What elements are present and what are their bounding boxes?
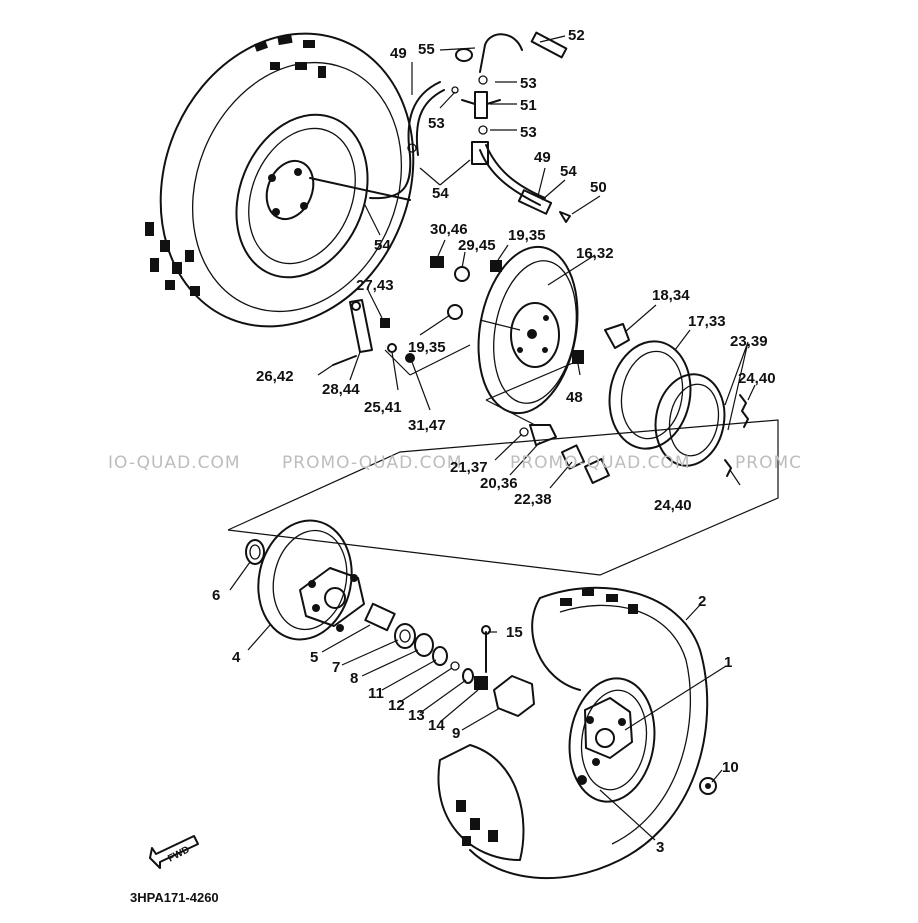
callout-24-40-lower: 24,40 bbox=[654, 497, 692, 514]
callout-14: 14 bbox=[428, 717, 445, 734]
lower-wheel-tire bbox=[437, 586, 717, 880]
drawing-code: 3HPA171-4260 bbox=[130, 890, 219, 905]
callout-1: 1 bbox=[724, 654, 732, 671]
brake-hardware bbox=[309, 177, 630, 484]
callout-53-upper: 53 bbox=[520, 75, 537, 92]
callout-30-46: 30,46 bbox=[430, 221, 468, 238]
callout-31-47: 31,47 bbox=[408, 417, 446, 434]
callout-6: 6 bbox=[212, 587, 220, 604]
callout-28-44: 28,44 bbox=[322, 381, 360, 398]
callout-21-37: 21,37 bbox=[450, 459, 488, 476]
breather-hoses bbox=[369, 31, 571, 223]
brake-drum-shoes bbox=[608, 340, 749, 477]
watermark: IO-QUAD.COM PROMO-QUAD.COM PROMO-QUAD.CO… bbox=[108, 453, 802, 473]
callout-48: 48 bbox=[566, 389, 583, 406]
callout-5: 5 bbox=[310, 649, 318, 666]
brake-backing-plate bbox=[477, 245, 579, 415]
callout-9: 9 bbox=[452, 725, 460, 742]
leader-lines bbox=[229, 35, 756, 841]
callout-2: 2 bbox=[698, 593, 706, 610]
watermark-text-3: PROMO-QUAD.COM bbox=[510, 453, 691, 473]
callout-54-left: 54 bbox=[374, 237, 391, 254]
upper-wheel-tire bbox=[145, 32, 415, 328]
callout-23-39: 23,39 bbox=[730, 333, 768, 350]
callout-55: 55 bbox=[418, 41, 435, 58]
callout-53-lower: 53 bbox=[520, 124, 537, 141]
callout-22-38: 22,38 bbox=[514, 491, 552, 508]
callout-13: 13 bbox=[408, 707, 425, 724]
callout-54-center: 54 bbox=[432, 185, 449, 202]
callout-10: 10 bbox=[722, 759, 739, 776]
callout-54-right: 54 bbox=[560, 163, 577, 180]
callout-labels: 55 52 49 53 51 53 53 49 54 54 50 54 30,4… bbox=[212, 27, 776, 856]
callout-16-32: 16,32 bbox=[576, 245, 614, 262]
callout-50: 50 bbox=[590, 179, 607, 196]
callout-24-40-upper: 24,40 bbox=[738, 370, 776, 387]
callout-53-left: 53 bbox=[428, 115, 445, 132]
watermark-text-4: PROMC bbox=[735, 453, 802, 473]
callout-19-35-upper: 19,35 bbox=[508, 227, 546, 244]
callout-18-34: 18,34 bbox=[652, 287, 690, 304]
watermark-text-2: PROMO-QUAD.COM bbox=[282, 453, 463, 473]
callout-27-43: 27,43 bbox=[356, 277, 394, 294]
callout-4: 4 bbox=[232, 649, 241, 666]
callout-49-upper: 49 bbox=[390, 45, 407, 62]
callout-29-45: 29,45 bbox=[458, 237, 496, 254]
callout-52: 52 bbox=[568, 27, 585, 44]
callout-20-36: 20,36 bbox=[480, 475, 518, 492]
callout-3: 3 bbox=[656, 839, 664, 856]
assembly-frame-lines bbox=[227, 344, 779, 576]
callout-15: 15 bbox=[506, 624, 523, 641]
callout-11: 11 bbox=[368, 685, 384, 702]
front-hub bbox=[245, 519, 535, 717]
callout-26-42: 26,42 bbox=[256, 368, 294, 385]
callout-49-lower: 49 bbox=[534, 149, 551, 166]
callout-17-33: 17,33 bbox=[688, 313, 726, 330]
callout-8: 8 bbox=[350, 670, 358, 687]
callout-12: 12 bbox=[388, 697, 405, 714]
callout-7: 7 bbox=[332, 659, 340, 676]
callout-25-41: 25,41 bbox=[364, 399, 402, 416]
fwd-arrow: FWD bbox=[149, 835, 199, 869]
callout-19-35-lower: 19,35 bbox=[408, 339, 446, 356]
watermark-text-1: IO-QUAD.COM bbox=[108, 453, 241, 473]
callout-51: 51 bbox=[520, 97, 537, 114]
